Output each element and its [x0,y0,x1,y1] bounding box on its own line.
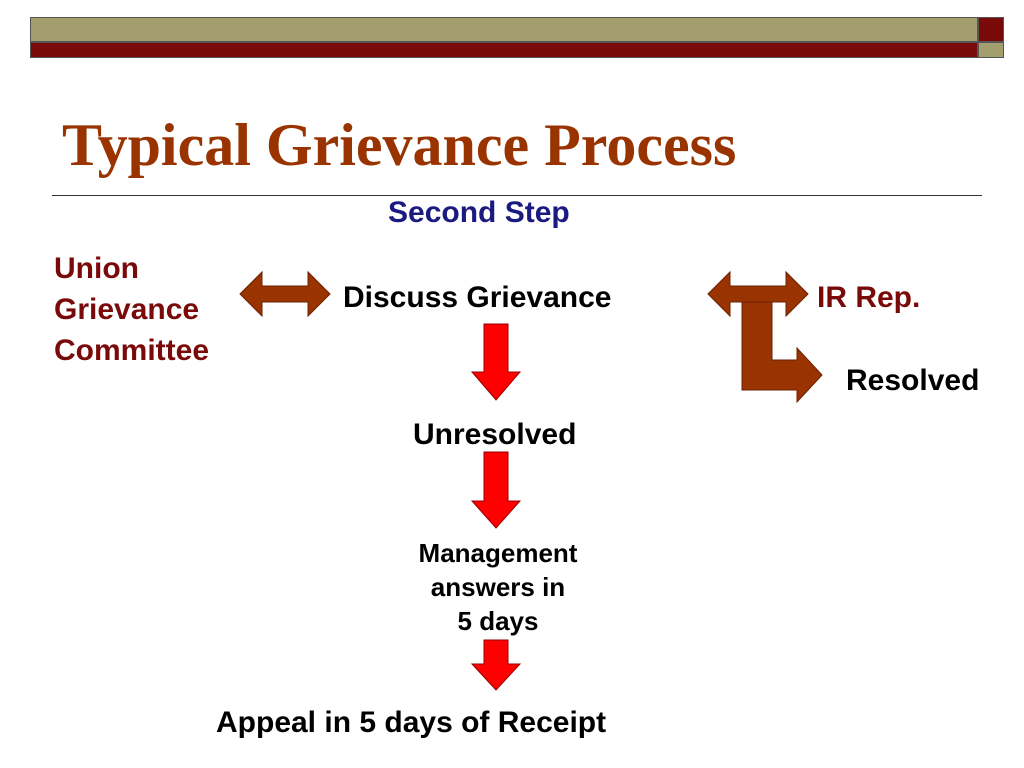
appeal-label: Appeal in 5 days of Receipt [216,706,607,739]
union-line: Committee [54,334,210,367]
header-corner-olive [978,42,1004,58]
slide-title: Typical Grievance Process [62,112,737,178]
down-arrow-icon [470,451,522,529]
down-arrow-icon [470,323,522,401]
double-arrow-left-icon [239,270,331,318]
management-line: answers in [430,572,566,602]
bent-arrow-to-resolved-icon [741,301,823,404]
discuss-grievance-label: Discuss Grievance [343,281,612,314]
management-line: Management [418,538,578,568]
step-heading: Second Step [388,196,570,229]
union-line: Union [54,252,139,285]
unresolved-label: Unresolved [413,418,577,451]
resolved-label: Resolved [846,364,980,397]
ir-rep-label: IR Rep. [817,281,921,314]
double-arrow-right-icon [707,270,809,318]
header-band-maroon [30,42,978,58]
management-answers-label: Management answers in 5 days [388,536,608,638]
title-divider [52,195,982,196]
union-grievance-committee-label: Union Grievance Committee [54,248,209,371]
header-band-olive [30,17,978,42]
down-arrow-icon [470,639,522,691]
header-corner-maroon [978,17,1004,42]
management-line: 5 days [457,606,539,636]
union-line: Grievance [54,293,200,326]
